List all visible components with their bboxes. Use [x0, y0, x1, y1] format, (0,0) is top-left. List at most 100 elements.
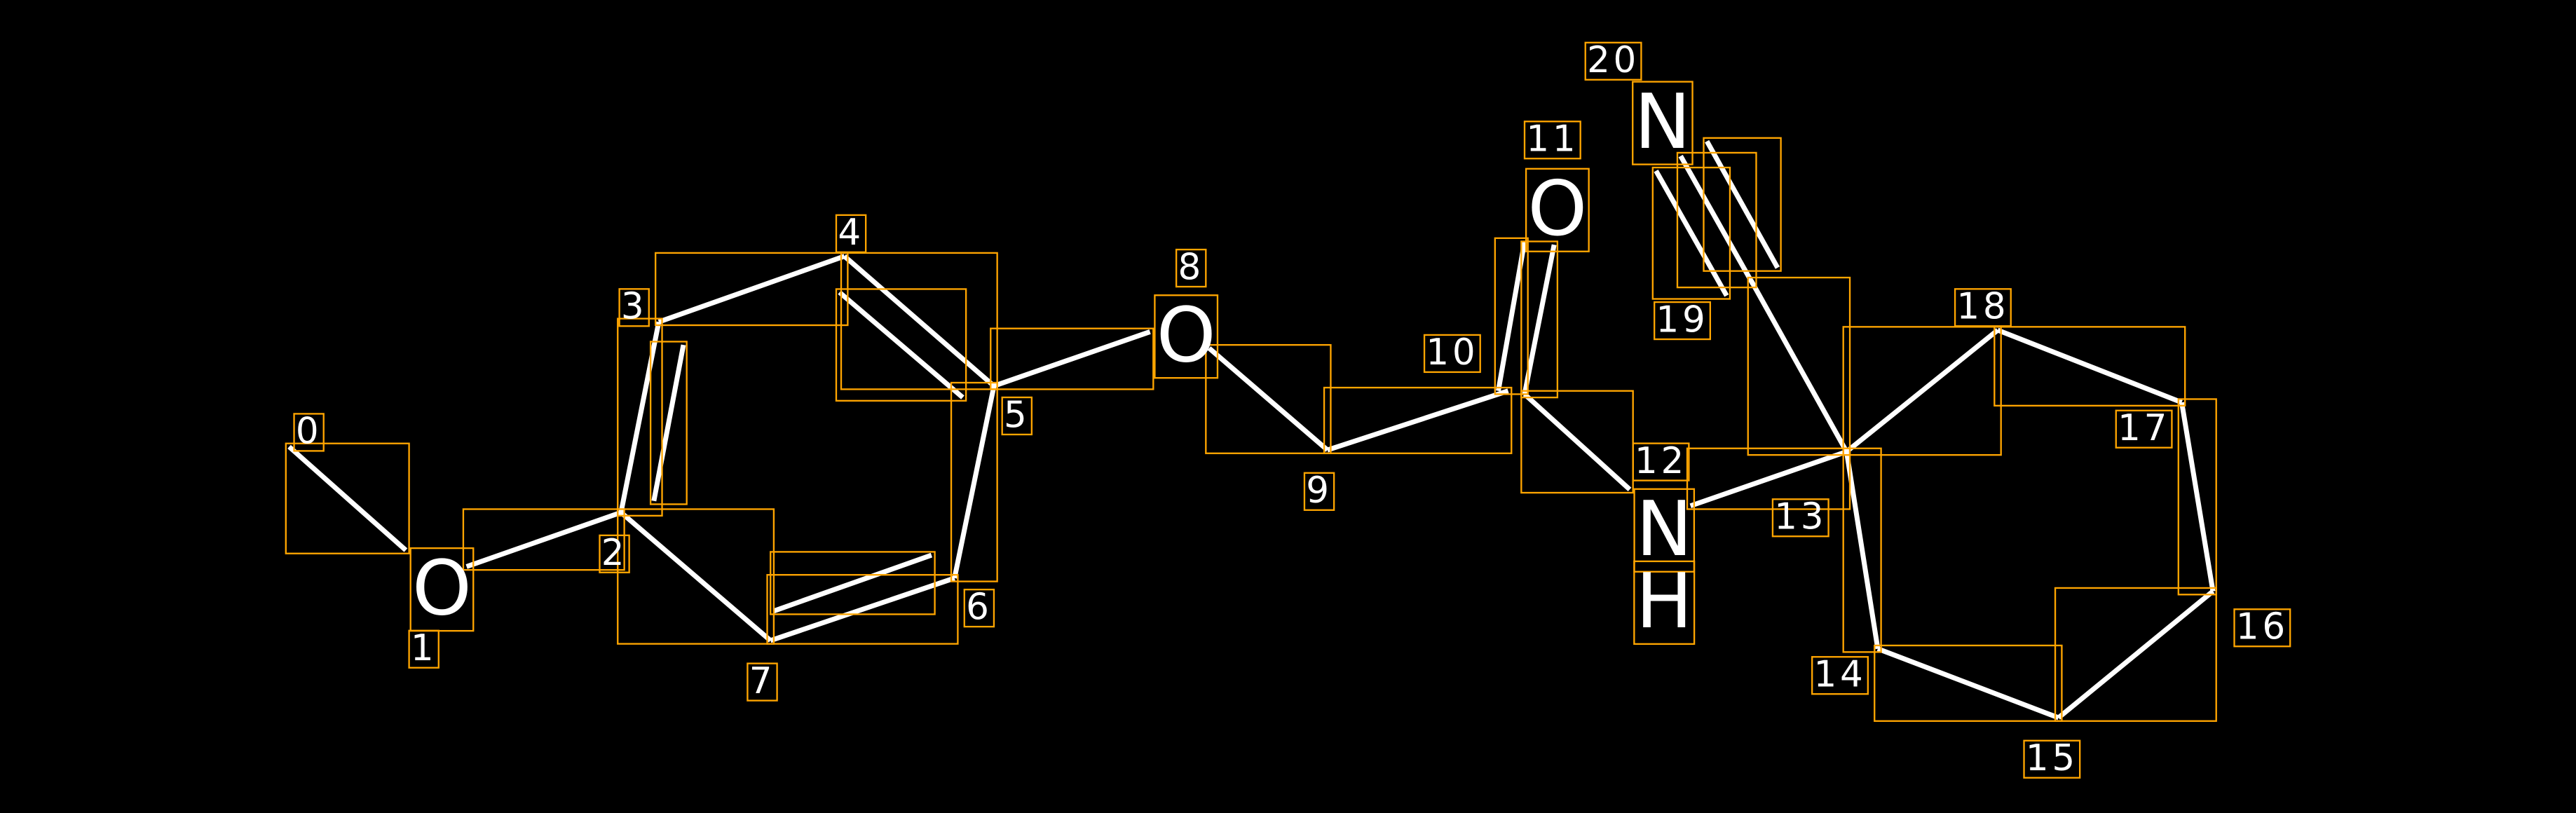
- bond-bounding-box: [2177, 398, 2217, 596]
- bond-bounding-box: [770, 551, 936, 615]
- bond-line: [952, 385, 997, 579]
- label-bounding-box: [618, 288, 650, 327]
- bond-line: [1689, 449, 1848, 509]
- label-bounding-box: [963, 588, 995, 628]
- bond-bounding-box: [617, 508, 775, 645]
- label-bounding-box: [1525, 168, 1590, 252]
- label-bounding-box: [2023, 739, 2081, 779]
- label-bounding-box: [1632, 442, 1690, 481]
- atom-index-label: 11: [1526, 118, 1579, 160]
- bond-bounding-box: [462, 508, 625, 571]
- label-bounding-box: [1633, 560, 1696, 645]
- label-bounding-box: [1771, 498, 1829, 538]
- bond-bounding-box: [1842, 447, 1882, 653]
- atom-symbol-o: O: [1527, 165, 1587, 253]
- bond-bounding-box: [1520, 240, 1559, 399]
- bond-line: [1326, 388, 1509, 453]
- bond-line: [1207, 346, 1330, 452]
- label-bounding-box: [599, 534, 630, 573]
- bond-line: [657, 254, 845, 324]
- bond-bounding-box: [1747, 276, 1851, 456]
- bond-line: [1844, 451, 1881, 650]
- atom-index-label: 4: [838, 212, 864, 254]
- bond-line: [843, 254, 996, 388]
- label-bounding-box: [1523, 121, 1581, 160]
- atom-index-label: 5: [1004, 394, 1030, 436]
- label-bounding-box: [1954, 288, 2012, 327]
- atom-index-label: 15: [2026, 737, 2078, 779]
- label-bounding-box: [1154, 294, 1219, 379]
- label-bounding-box: [1584, 41, 1642, 81]
- atom-symbol-h: H: [1636, 558, 1693, 645]
- label-bounding-box: [1653, 301, 1712, 341]
- atom-index-label: 0: [296, 411, 322, 453]
- bond-line: [772, 552, 933, 614]
- label-bounding-box: [2115, 409, 2173, 449]
- label-bounding-box: [1303, 472, 1335, 511]
- bond-bounding-box: [990, 327, 1154, 390]
- atom-index-label: 19: [1656, 299, 1709, 341]
- bond-line: [770, 575, 955, 643]
- bond-bounding-box: [766, 574, 959, 645]
- bond-line: [651, 344, 686, 502]
- atom-symbol-n: N: [1635, 78, 1691, 166]
- atom-index-label: 12: [1635, 440, 1687, 482]
- atom-symbol-o: O: [1157, 292, 1216, 380]
- bond-line: [1996, 327, 2183, 405]
- bond-bounding-box: [1520, 390, 1634, 494]
- bond-line: [838, 290, 965, 399]
- bond-bounding-box: [835, 288, 967, 402]
- atom-index-label: 14: [1814, 654, 1867, 696]
- bounding-boxes-layer: [285, 41, 2291, 779]
- atom-index-label: 3: [621, 286, 647, 328]
- bond-line: [618, 321, 662, 513]
- bond-bounding-box: [285, 442, 410, 554]
- atom-index-label: 1: [411, 627, 437, 669]
- bond-line: [1705, 139, 1780, 269]
- bond-line: [287, 444, 408, 552]
- atom-index-label: 16: [2236, 606, 2289, 648]
- atom-index-label: 8: [1178, 246, 1204, 288]
- bond-bounding-box: [617, 317, 663, 517]
- label-bounding-box: [1175, 248, 1207, 288]
- label-bounding-box: [747, 662, 778, 702]
- bond-bounding-box: [1703, 137, 1782, 272]
- label-bounding-box: [1423, 334, 1481, 374]
- bond-bounding-box: [2054, 587, 2217, 722]
- bond-bounding-box: [950, 381, 998, 582]
- atom-symbol-o: O: [412, 545, 472, 632]
- atom-index-label: 20: [1587, 39, 1640, 81]
- bond-bounding-box: [1205, 343, 1332, 454]
- bond-line: [1496, 240, 1527, 392]
- bond-line: [2179, 402, 2216, 592]
- bond-bounding-box: [649, 341, 688, 505]
- atom-index-label: 7: [749, 660, 775, 702]
- bond-line: [1749, 280, 1849, 453]
- label-bounding-box: [835, 214, 867, 253]
- bond-bounding-box: [1494, 237, 1529, 395]
- bond-line: [619, 510, 772, 643]
- label-bounding-box: [1001, 396, 1033, 436]
- atom-index-label: 13: [1774, 496, 1827, 538]
- label-bounding-box: [2233, 608, 2291, 648]
- bond-bounding-box: [1651, 166, 1731, 300]
- bond-bounding-box: [1874, 644, 2063, 722]
- atom-symbol-n: N: [1636, 486, 1693, 573]
- bond-bounding-box: [1686, 447, 1851, 510]
- bond-line: [1678, 154, 1755, 286]
- bond-bounding-box: [1323, 386, 1513, 454]
- bond-bounding-box: [840, 252, 998, 390]
- bond-bounding-box: [1994, 326, 2186, 406]
- atom-index-label: 10: [1426, 332, 1478, 374]
- atom-index-label: 17: [2118, 407, 2170, 449]
- bonds-layer: [287, 139, 2216, 720]
- label-bounding-box: [1811, 656, 1869, 695]
- bond-line: [465, 510, 622, 569]
- label-bounding-box: [409, 547, 475, 632]
- bond-line: [1654, 169, 1729, 297]
- bond-bounding-box: [1842, 326, 2002, 456]
- label-bounding-box: [293, 413, 325, 452]
- bond-line: [993, 329, 1151, 389]
- atom-index-label: 2: [601, 532, 627, 574]
